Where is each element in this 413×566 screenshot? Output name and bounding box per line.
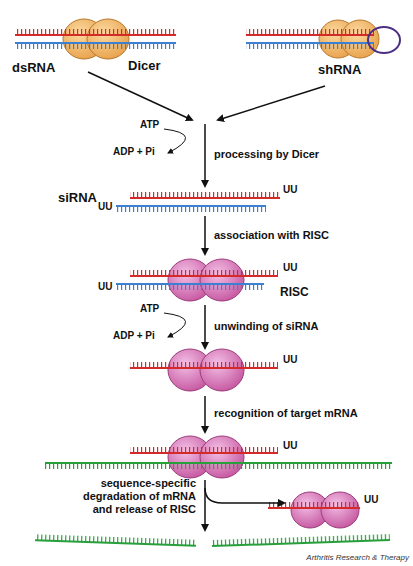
flow-arrow [88,72,192,120]
base-ticks [45,463,392,469]
backbone [15,42,176,44]
flow-arrow [204,305,206,348]
dicer-shape [341,20,379,58]
atp-arrow [164,313,186,337]
release-arrow [205,488,284,503]
backbone [116,205,266,207]
rna-strand [246,43,374,49]
flow-arrow [204,396,206,432]
protein-name: Dicer [128,58,161,73]
step-label: unwinding of siRNA [214,320,318,332]
rna-strand [15,43,176,49]
overhang: UU [98,201,112,212]
step-label: processing by Dicer [214,148,319,160]
backbone [246,34,374,36]
backbone [130,367,278,369]
rna-strand [130,362,278,368]
backbone [45,462,392,464]
base-ticks [130,192,280,198]
cofactor: ATP [140,119,159,130]
base-ticks [246,43,374,49]
rna-name: siRNA [58,190,97,205]
step-label: sequence-specific degradation of mRNA an… [76,477,196,516]
base-ticks [130,362,278,368]
base-ticks [130,270,278,276]
hairpin-loop [368,27,400,53]
flow-arrows [88,72,325,530]
rna-name: shRNA [318,62,361,77]
rna-name: dsRNA [12,60,55,75]
base-ticks [15,43,176,49]
flow-arrow [204,480,206,530]
base-ticks [35,534,196,546]
backbone [15,34,176,36]
dicer-shape [87,19,129,59]
overhang: UU [98,281,112,292]
rna-strand [130,192,280,198]
cofactor: ATP [140,303,159,314]
rna-strand [212,534,390,546]
atp-arrow [164,129,186,153]
credit: Arthritis Research & Therapy [306,553,409,562]
overhang: UU [283,354,297,365]
rna-strand [45,463,392,469]
backbone [130,197,280,199]
backbone [212,540,390,546]
rna-strand [15,29,176,35]
rna-strand [116,284,264,290]
flow-arrow [204,124,206,186]
overhang: UU [283,440,297,451]
flow-arrow [218,86,325,120]
backbone [246,42,374,44]
base-ticks [212,534,390,546]
backbone [268,507,360,509]
protein-name: RISC [280,285,309,299]
risc-shape [200,259,244,301]
base-ticks [116,284,264,290]
base-ticks [130,447,278,453]
backbone [116,283,264,285]
risc-shape [200,349,244,391]
backbone [35,540,196,546]
backbone [130,452,278,454]
risc-shape [200,436,244,478]
risc-shape [321,492,359,528]
backbone [130,275,278,277]
rna-strands [15,29,392,546]
base-ticks [246,29,374,35]
rna-strand [130,447,278,453]
overhang: UU [283,262,297,273]
cofactor: ADP + Pi [113,146,155,157]
step-label: recognition of target mRNA [214,407,358,419]
rna-strand [35,534,196,546]
flow-arrow [204,216,206,254]
rna-strand [116,206,266,212]
rna-strand [246,29,374,35]
base-ticks [116,206,266,212]
step-label: association with RISC [214,229,329,241]
base-ticks [15,29,176,35]
cofactor: ADP + Pi [113,330,155,341]
overhang: UU [364,494,378,505]
protein-shapes [63,19,379,528]
rna-strand [130,270,278,276]
overhang: UU [283,184,297,195]
